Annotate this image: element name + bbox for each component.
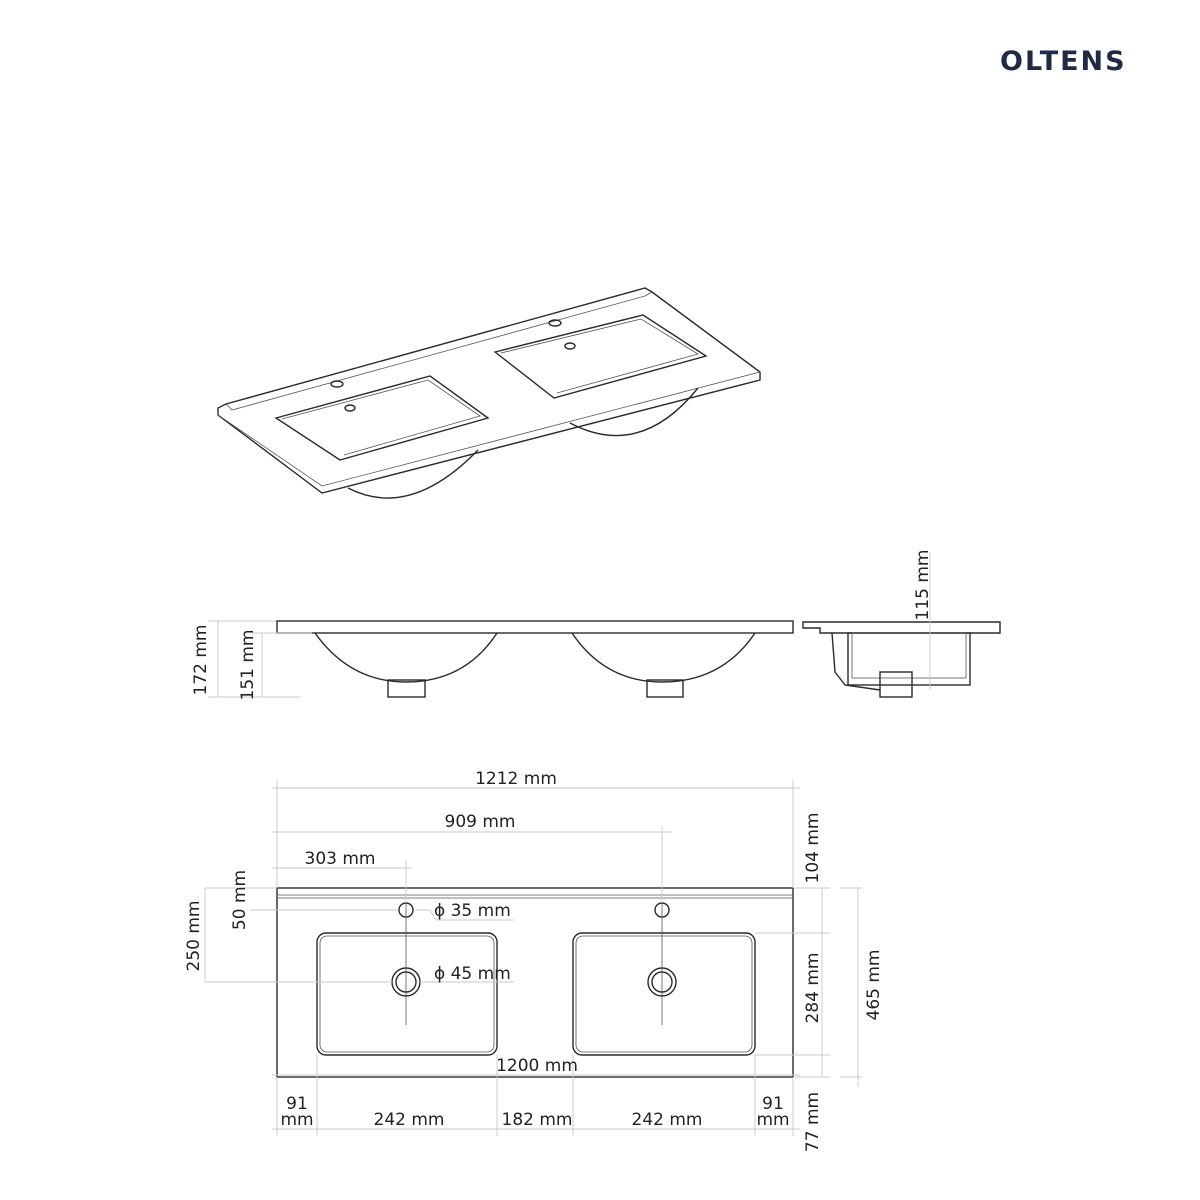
overall-width-label: 1212 mm: [475, 769, 557, 789]
bowl-width-left-label: 242 mm: [374, 1110, 445, 1130]
drain-from-back-label: 250 mm: [184, 901, 204, 972]
top-view: 1212 mm 909 mm 303 mm ϕ 35 mm ϕ 45 mm 50…: [184, 769, 884, 1152]
second-tap-offset-label: 909 mm: [445, 812, 516, 832]
front-to-bowl-label: 77 mm: [803, 1092, 823, 1152]
overall-depth-label: 465 mm: [864, 950, 884, 1021]
brand-logo: OLTENS: [1000, 46, 1127, 77]
bowl-gap-label: 182 mm: [502, 1110, 573, 1130]
total-height-label: 172 mm: [191, 625, 211, 696]
isometric-view: [217, 287, 761, 499]
side-view: 115 mm: [802, 550, 1001, 698]
side-depth-label: 115 mm: [913, 550, 933, 621]
front-view: 172 mm 151 mm: [191, 620, 794, 701]
tap-hole-diameter-label: ϕ 35 mm: [434, 901, 511, 921]
inner-width-label: 1200 mm: [496, 1056, 578, 1076]
bowl-height-label: 151 mm: [238, 630, 258, 701]
left-margin-unit: mm: [280, 1110, 313, 1130]
bowl-depth-label: 284 mm: [803, 953, 823, 1024]
left-margin-value: 91: [286, 1094, 308, 1114]
first-tap-offset-label: 303 mm: [305, 849, 376, 869]
right-margin-unit: mm: [756, 1110, 789, 1130]
drain-diameter-label: ϕ 45 mm: [434, 964, 511, 984]
right-margin-value: 91: [762, 1094, 784, 1114]
tap-from-back-label: 50 mm: [230, 870, 250, 930]
bowl-width-right-label: 242 mm: [632, 1110, 703, 1130]
back-to-bowl-label: 104 mm: [803, 813, 823, 884]
